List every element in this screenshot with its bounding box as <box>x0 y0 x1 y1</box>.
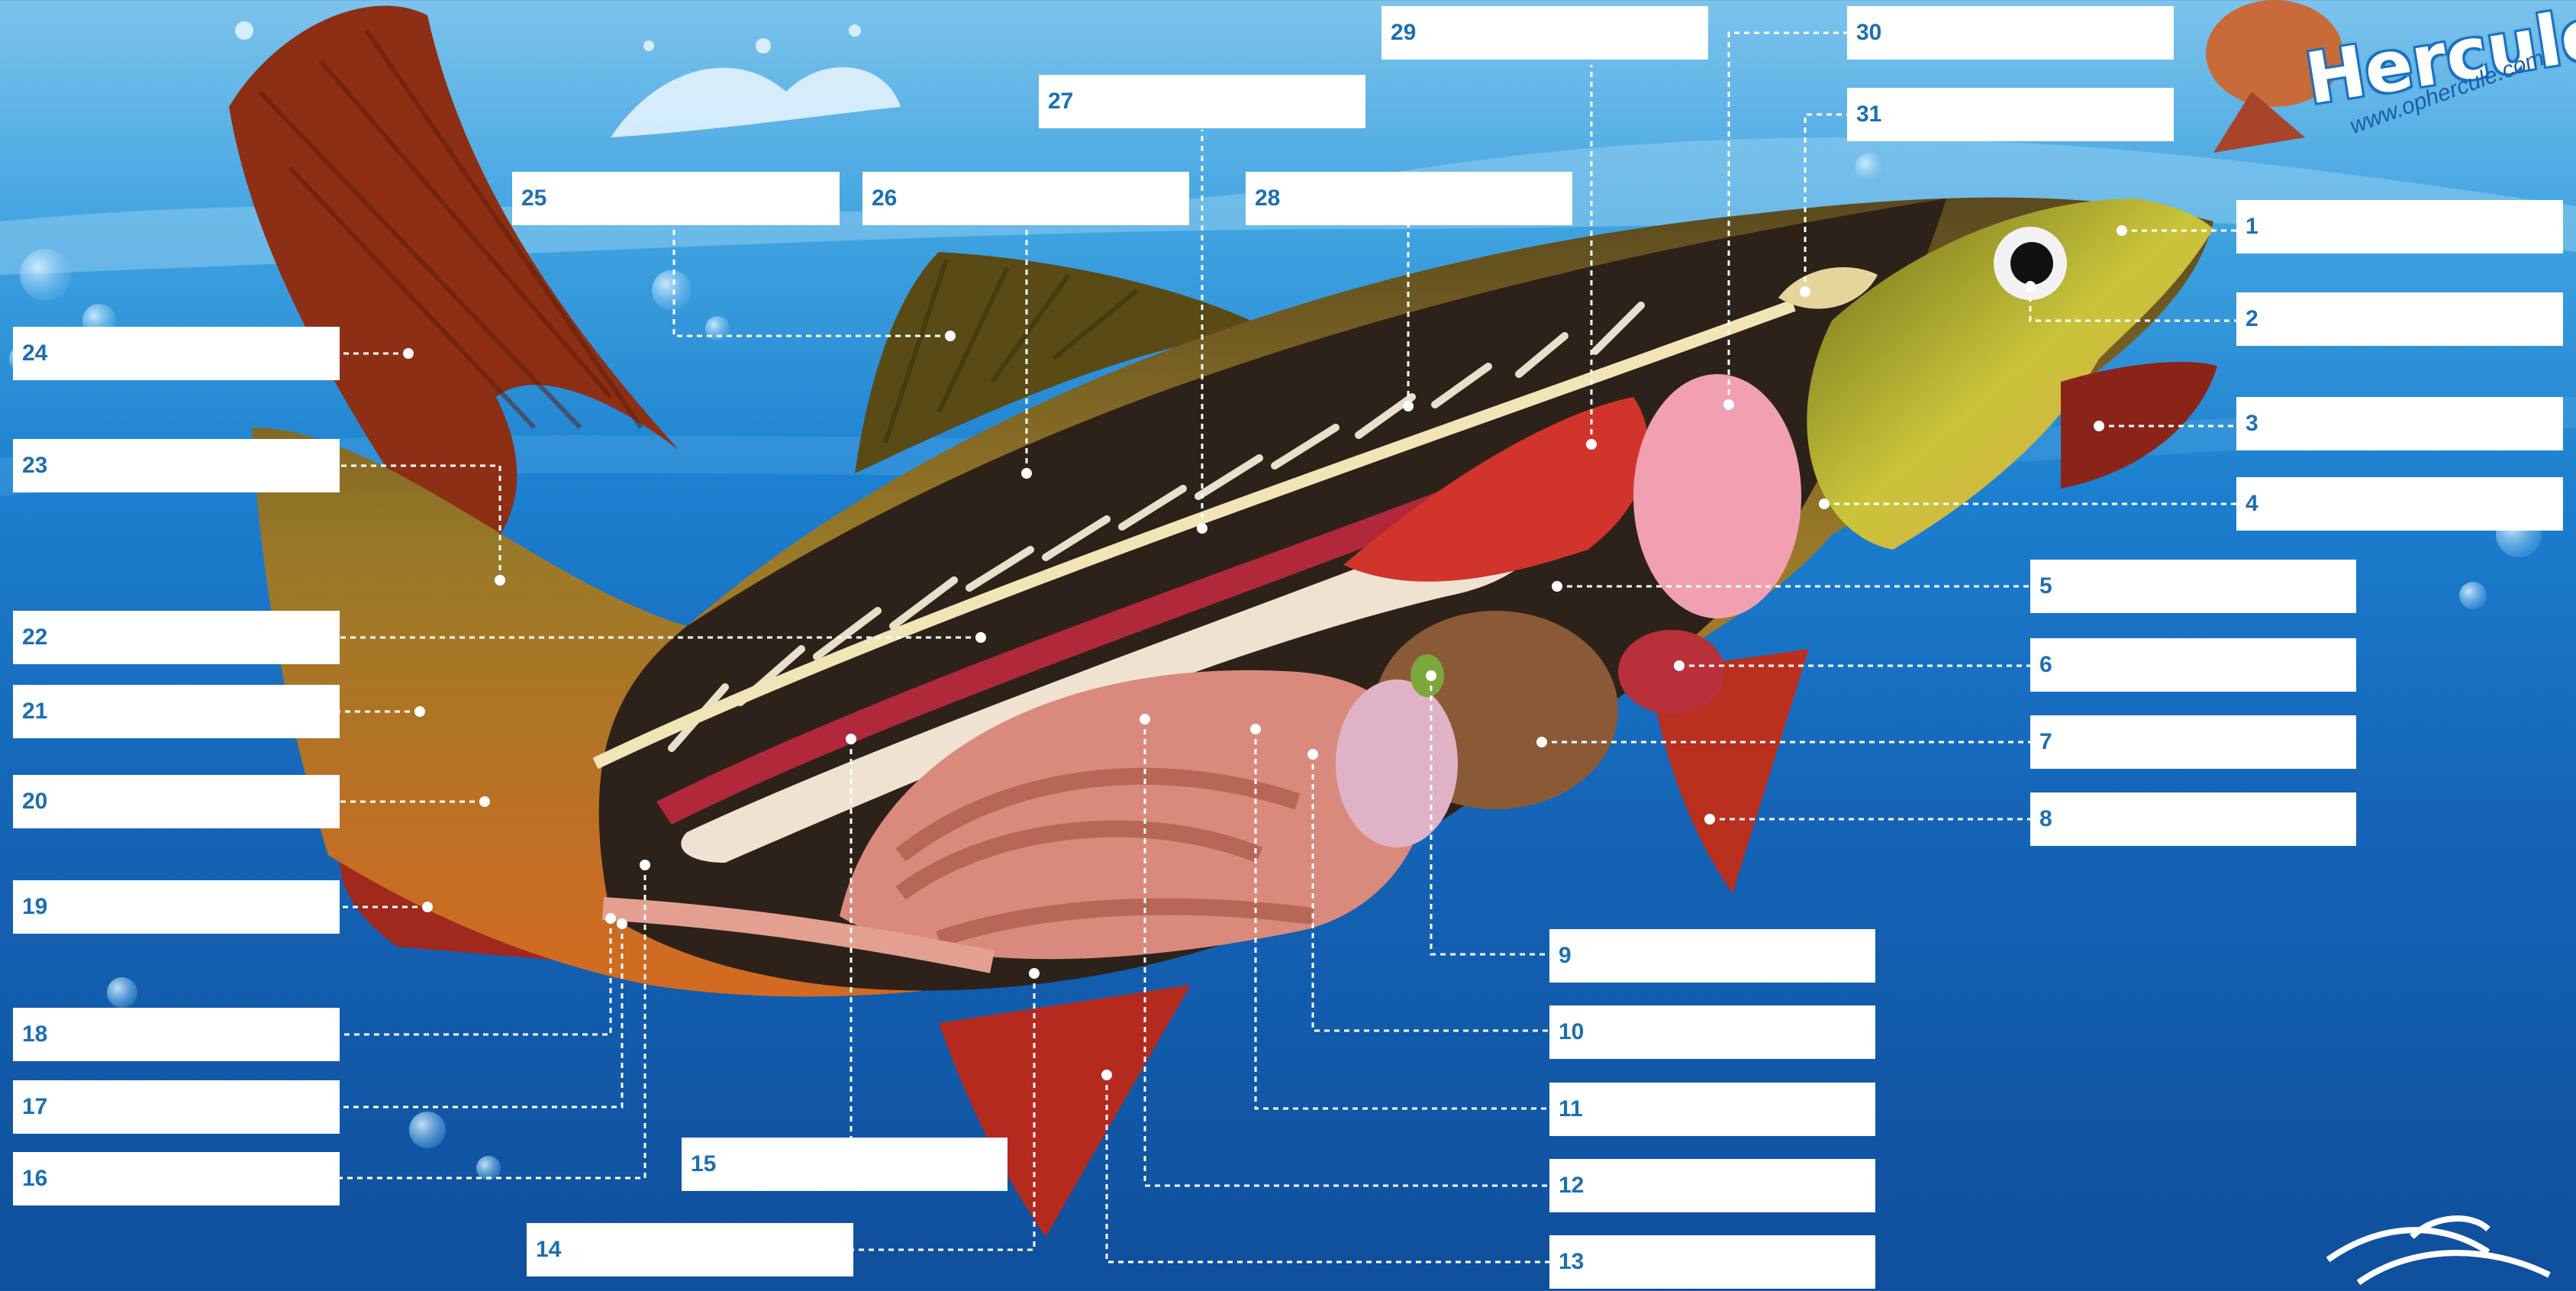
label-box-26[interactable]: 26 <box>862 172 1189 225</box>
label-number: 6 <box>2039 652 2052 678</box>
label-number: 26 <box>872 186 897 211</box>
label-box-3[interactable]: 3 <box>2236 397 2563 450</box>
label-box-12[interactable]: 12 <box>1549 1159 1875 1212</box>
label-box-20[interactable]: 20 <box>13 775 340 828</box>
label-number: 21 <box>22 699 47 725</box>
label-box-21[interactable]: 21 <box>13 685 340 738</box>
label-number: 23 <box>22 453 47 479</box>
label-box-11[interactable]: 11 <box>1549 1083 1875 1136</box>
label-box-8[interactable]: 8 <box>2030 792 2356 846</box>
label-number: 4 <box>2246 491 2258 517</box>
label-box-10[interactable]: 10 <box>1549 1005 1875 1059</box>
label-box-27[interactable]: 27 <box>1039 75 1365 128</box>
label-box-14[interactable]: 14 <box>527 1223 853 1276</box>
stomach <box>1336 679 1458 847</box>
label-box-23[interactable]: 23 <box>13 439 340 492</box>
label-number: 24 <box>22 341 47 366</box>
label-number: 16 <box>22 1166 47 1192</box>
label-box-6[interactable]: 6 <box>2030 638 2356 692</box>
label-number: 27 <box>1048 89 1073 115</box>
label-box-18[interactable]: 18 <box>13 1008 340 1061</box>
label-box-9[interactable]: 9 <box>1549 929 1875 983</box>
label-box-13[interactable]: 13 <box>1549 1235 1875 1289</box>
label-box-30[interactable]: 30 <box>1847 6 2174 60</box>
label-number: 22 <box>22 625 47 650</box>
label-box-25[interactable]: 25 <box>512 172 840 225</box>
label-box-28[interactable]: 28 <box>1246 172 1572 225</box>
label-box-19[interactable]: 19 <box>13 880 340 934</box>
label-box-22[interactable]: 22 <box>13 611 340 664</box>
label-number: 14 <box>536 1237 561 1263</box>
label-number: 7 <box>2039 729 2052 755</box>
label-number: 15 <box>691 1151 716 1177</box>
label-box-1[interactable]: 1 <box>2236 200 2563 253</box>
label-box-31[interactable]: 31 <box>1847 88 2174 141</box>
label-number: 30 <box>1856 20 1881 46</box>
label-number: 11 <box>1559 1096 1583 1122</box>
label-number: 8 <box>2039 806 2052 832</box>
label-box-5[interactable]: 5 <box>2030 560 2356 613</box>
label-box-2[interactable]: 2 <box>2236 292 2563 346</box>
label-number: 5 <box>2039 573 2052 599</box>
label-box-7[interactable]: 7 <box>2030 715 2356 769</box>
gills <box>1633 374 1801 618</box>
label-number: 2 <box>2246 306 2258 332</box>
label-number: 13 <box>1559 1249 1584 1275</box>
label-number: 10 <box>1559 1019 1584 1045</box>
label-number: 29 <box>1391 20 1416 46</box>
label-number: 25 <box>521 186 546 211</box>
label-number: 17 <box>22 1094 47 1120</box>
label-number: 1 <box>2246 214 2258 240</box>
label-number: 18 <box>22 1022 47 1047</box>
pelvic-fin <box>939 985 1191 1237</box>
label-box-16[interactable]: 16 <box>13 1152 340 1205</box>
label-number: 20 <box>22 789 47 815</box>
label-box-24[interactable]: 24 <box>13 327 340 380</box>
label-box-17[interactable]: 17 <box>13 1080 340 1134</box>
label-box-4[interactable]: 4 <box>2236 477 2563 531</box>
label-number: 9 <box>1559 943 1572 969</box>
label-number: 19 <box>22 894 47 920</box>
label-number: 12 <box>1559 1173 1584 1199</box>
label-box-15[interactable]: 15 <box>682 1138 1008 1191</box>
label-number: 31 <box>1856 102 1881 127</box>
label-box-29[interactable]: 29 <box>1381 6 1708 60</box>
label-number: 3 <box>2246 411 2258 437</box>
heart <box>1618 630 1725 714</box>
label-number: 28 <box>1255 186 1280 211</box>
wave-logo <box>2328 1218 2549 1283</box>
